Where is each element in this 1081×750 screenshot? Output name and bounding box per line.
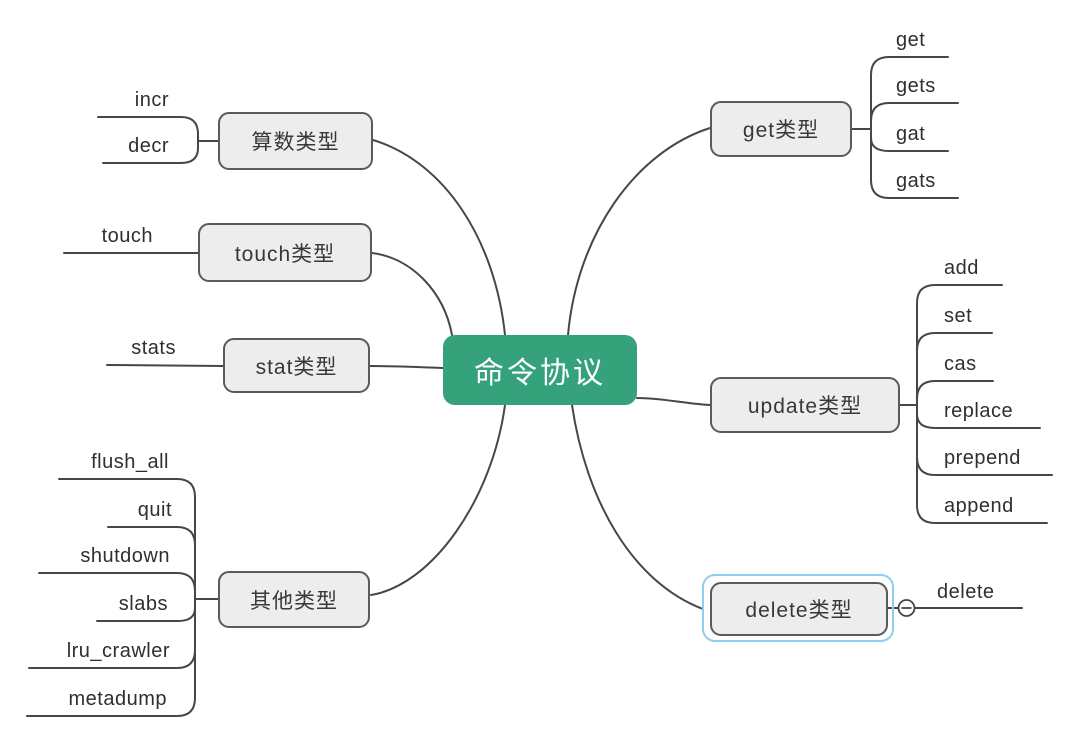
branch-update[interactable]: update类型 — [710, 377, 900, 433]
leaf-lru-crawler[interactable]: lru_crawler — [66, 640, 170, 662]
edge-root-stat — [369, 365, 444, 369]
edge-leaf-append — [916, 404, 1048, 524]
edge-leaf-add — [916, 284, 1003, 406]
leaf-delete[interactable]: delete — [937, 581, 995, 603]
branch-other[interactable]: 其他类型 — [218, 571, 370, 628]
edge-leaf-gets — [870, 102, 959, 130]
leaf-shutdown[interactable]: shutdown — [80, 545, 170, 567]
branch-stat[interactable]: stat类型 — [223, 338, 370, 393]
minus-circle-icon[interactable] — [897, 599, 916, 617]
edge-root-update — [636, 397, 711, 406]
branch-delete[interactable]: delete类型 — [710, 582, 888, 636]
edge-leaf-stats — [106, 364, 224, 367]
edge-root-arithmetic — [372, 139, 506, 336]
branch-get[interactable]: get类型 — [710, 101, 852, 157]
central-topic[interactable]: 命令协议 — [443, 335, 637, 405]
leaf-stats[interactable]: stats — [131, 337, 176, 359]
edge-leaf-flush-all — [58, 478, 196, 600]
leaf-append[interactable]: append — [944, 495, 1014, 517]
edge-root-get — [567, 127, 711, 336]
leaf-gets[interactable]: gets — [896, 75, 936, 97]
edge-leaf-quit — [107, 526, 196, 600]
leaf-gats[interactable]: gats — [896, 170, 936, 192]
leaf-touch[interactable]: touch — [101, 225, 153, 247]
leaf-incr[interactable]: incr — [134, 89, 169, 111]
edge-leaf-decr — [102, 140, 199, 164]
leaf-metadump[interactable]: metadump — [68, 688, 167, 710]
edge-root-delete — [571, 404, 704, 610]
leaf-cas[interactable]: cas — [944, 353, 977, 375]
edge-leaf-gats — [870, 128, 959, 199]
edge-root-other — [370, 404, 506, 596]
leaf-flush-all[interactable]: flush_all — [91, 451, 169, 473]
edge-leaf-cas — [916, 380, 994, 406]
edge-root-touch — [371, 252, 453, 336]
selection-ring — [702, 574, 894, 642]
leaf-gat[interactable]: gat — [896, 123, 926, 145]
leaf-get[interactable]: get — [896, 29, 926, 51]
edge-leaf-incr — [97, 116, 199, 142]
leaf-add[interactable]: add — [944, 257, 979, 279]
edge-leaf-set — [916, 332, 993, 406]
leaf-set[interactable]: set — [944, 305, 973, 327]
leaf-replace[interactable]: replace — [944, 400, 1014, 422]
branch-touch[interactable]: touch类型 — [198, 223, 372, 282]
edge-leaf-shutdown — [38, 572, 196, 600]
branch-arithmetic[interactable]: 算数类型 — [218, 112, 373, 170]
leaf-slabs[interactable]: slabs — [118, 593, 168, 615]
edge-leaf-get — [870, 56, 949, 130]
edge-leaf-metadump — [26, 598, 196, 717]
leaf-quit[interactable]: quit — [137, 499, 172, 521]
leaf-decr[interactable]: decr — [128, 135, 169, 157]
leaf-prepend[interactable]: prepend — [944, 447, 1021, 469]
